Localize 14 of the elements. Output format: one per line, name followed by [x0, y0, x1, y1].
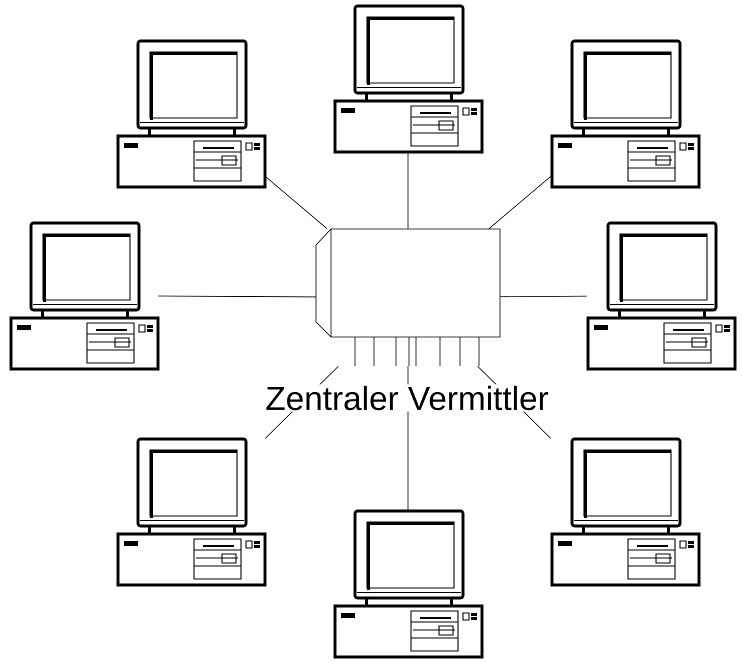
- computer-drawing: [550, 438, 700, 586]
- computer-drawing: [550, 40, 700, 188]
- computer-drawing: [116, 438, 266, 586]
- connection-line: [158, 296, 316, 298]
- computer-drawing: [334, 510, 484, 658]
- switch-label: Zentraler Vermittler: [264, 384, 550, 412]
- computer-drawing: [334, 4, 484, 154]
- connection-line: [500, 296, 588, 298]
- switch-drawing: [316, 228, 500, 366]
- computer-drawing: [10, 222, 160, 370]
- connection-line: [488, 176, 552, 230]
- connection-line: [264, 176, 328, 230]
- computer-drawing: [116, 40, 266, 188]
- computer-drawing: [586, 222, 736, 370]
